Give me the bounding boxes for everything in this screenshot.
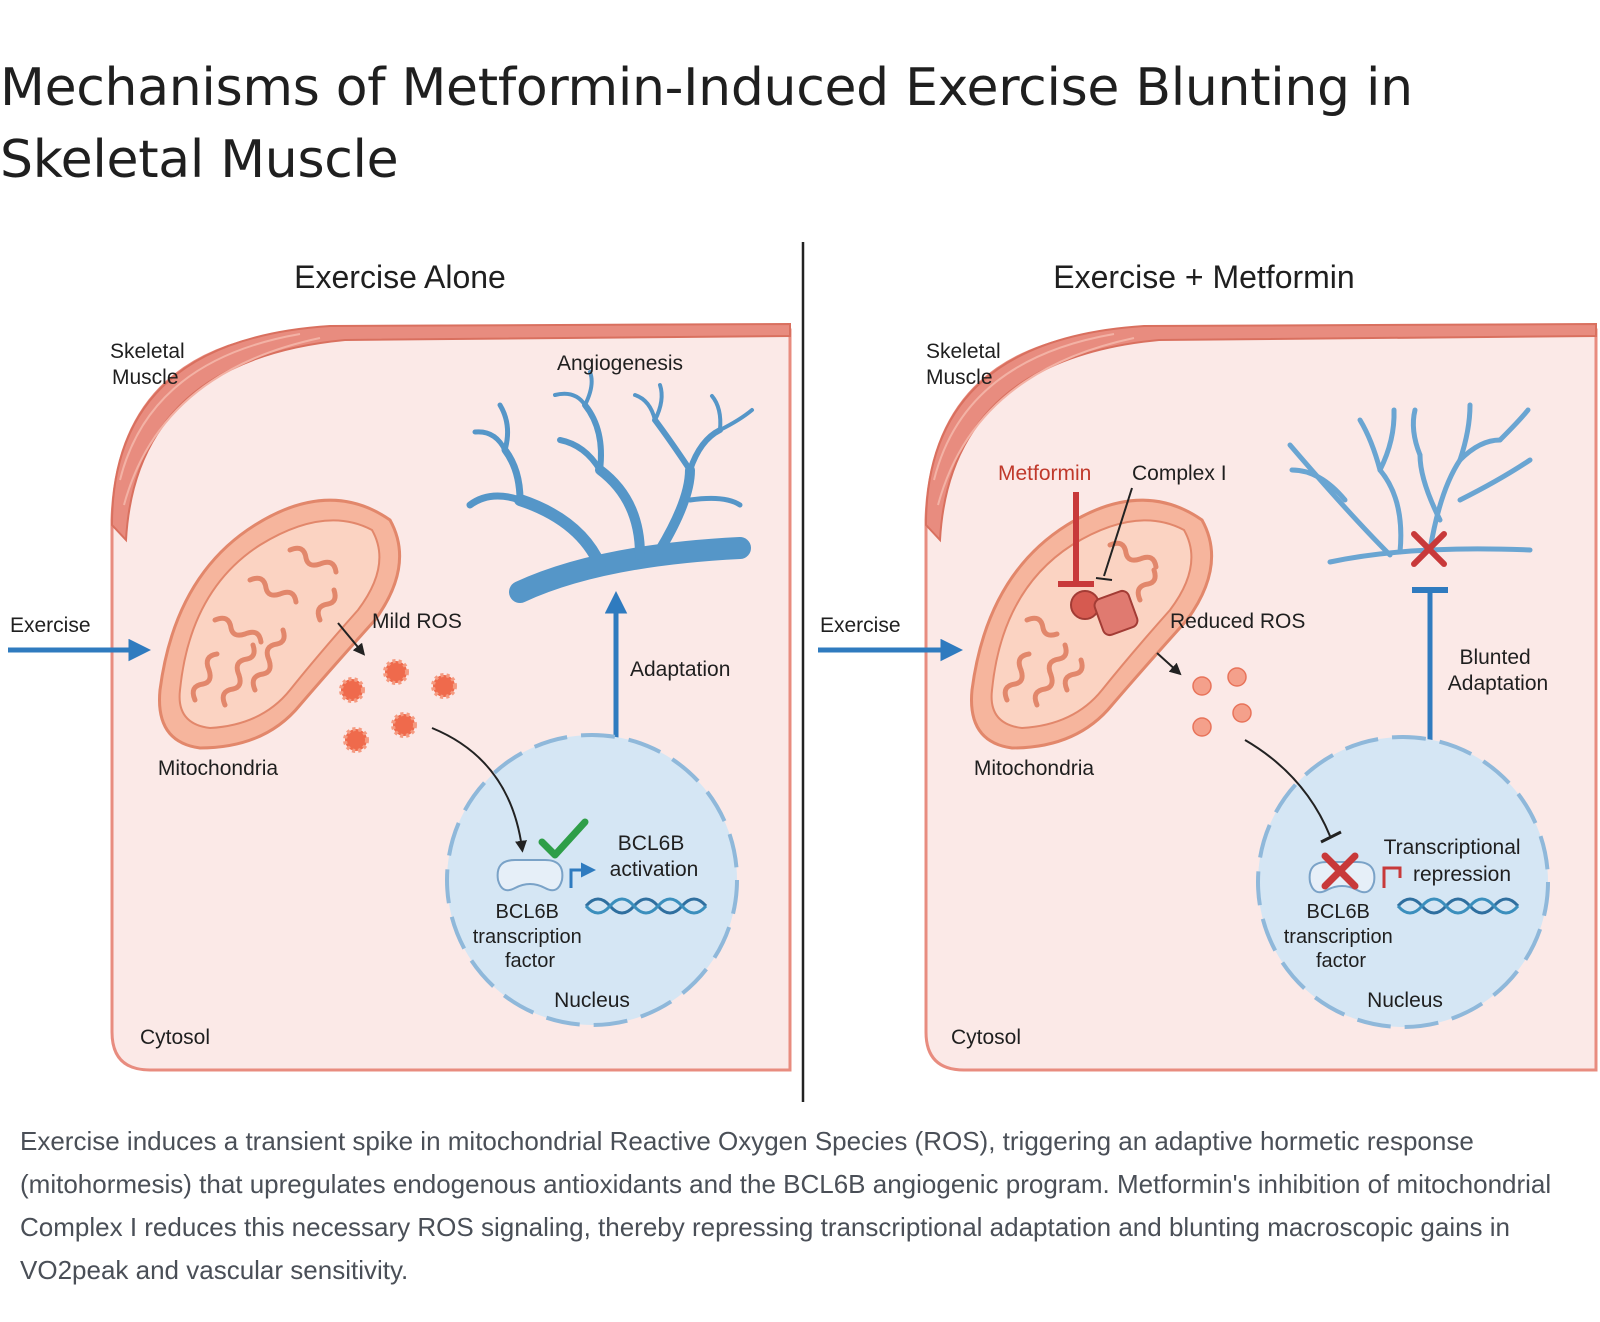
left-tf-label: BCL6B transcription factor [473, 901, 588, 972]
ros-particle [343, 727, 369, 753]
right-blocked-vessel-x-icon [1411, 531, 1447, 567]
right-exercise-label: Exercise [820, 614, 901, 637]
right-blocked-x-icon [1321, 852, 1359, 890]
left-skeletal-muscle-label: Skeletal Muscle [110, 340, 191, 389]
left-angiogenesis-label: Angiogenesis [557, 352, 683, 375]
left-dna-icon [584, 897, 708, 915]
left-exercise-label: Exercise [10, 614, 91, 637]
left-mitochondria [158, 498, 402, 750]
left-blood-vessel [466, 370, 754, 603]
left-nucleus-label: Nucleus [554, 989, 630, 1012]
right-repressed-promoter-icon [1382, 866, 1402, 888]
right-complex-i-label: Complex I [1132, 462, 1227, 485]
ros-particle [431, 673, 457, 699]
right-nucleus-label: Nucleus [1367, 989, 1443, 1012]
left-mitochondria-label: Mitochondria [158, 757, 279, 780]
right-mitochondria-label: Mitochondria [974, 757, 1095, 780]
right-tf-label: BCL6B transcription factor [1284, 901, 1399, 972]
left-promoter-arrow [569, 862, 596, 888]
left-panel-heading: Exercise Alone [294, 259, 506, 295]
mechanism-diagram: Exercise Alone Skeletal Muscle [8, 242, 1598, 1102]
ros-particle [1192, 676, 1212, 696]
page-title: Mechanisms of Metformin-Induced Exercise… [0, 58, 1413, 190]
right-ros-arrow [1156, 652, 1182, 676]
ros-particle [1227, 667, 1247, 687]
left-panel: Exercise Alone Skeletal Muscle [8, 259, 792, 1072]
left-bcl6b-status-label: BCL6B activation [610, 832, 699, 881]
right-ros-particles [1192, 667, 1252, 737]
right-metformin-label: Metformin [998, 462, 1091, 485]
right-blood-vessel [1287, 402, 1533, 565]
left-signal-arrow [431, 727, 527, 853]
right-complex-i-pointer [1103, 487, 1133, 577]
left-transcription-factor-icon [496, 859, 564, 892]
left-adaptation-label: Adaptation [630, 658, 730, 681]
right-blocked-signal [1244, 739, 1331, 837]
left-nucleus [445, 733, 739, 1027]
figure-caption: Exercise induces a transient spike in mi… [20, 1126, 1552, 1285]
right-cytosol-label: Cytosol [951, 1026, 1021, 1049]
ros-particle [339, 677, 365, 703]
right-mitochondria [970, 498, 1214, 750]
right-panel-heading: Exercise + Metformin [1053, 259, 1354, 295]
right-panel: Exercise + Metformin Skeletal Muscle [818, 259, 1598, 1072]
ros-particle [383, 659, 409, 685]
right-skeletal-muscle-label: Skeletal Muscle [926, 340, 1007, 389]
ros-particle [1192, 717, 1212, 737]
right-dna-icon [1396, 897, 1520, 915]
right-nucleus [1256, 735, 1550, 1029]
right-ros-label: Reduced ROS [1170, 610, 1305, 633]
right-repression-label: Transcriptional repression [1384, 836, 1527, 886]
left-check-icon [538, 818, 589, 859]
left-cytosol-label: Cytosol [140, 1026, 210, 1049]
ros-particle [1232, 703, 1252, 723]
left-ros-particles [339, 659, 457, 753]
left-ros-arrow [337, 622, 366, 656]
left-ros-label: Mild ROS [372, 610, 462, 633]
right-blunted-adaptation-label: Blunted Adaptation [1448, 646, 1548, 695]
ros-particle [391, 712, 417, 738]
